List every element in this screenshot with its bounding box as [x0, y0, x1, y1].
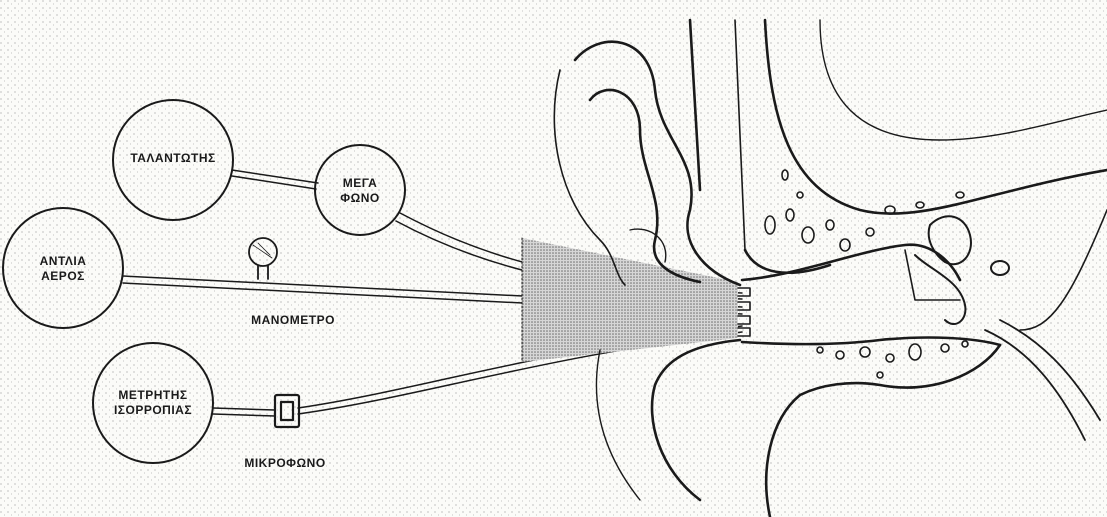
microphone-label-text: ΜΙΚΡΟΦΩΝΟ	[220, 456, 350, 471]
air-pump-label-line1: ΑΝΤΛΙΑ	[13, 254, 113, 269]
microphone-label: ΜΙΚΡΟΦΩΝΟ	[220, 456, 350, 471]
oscillator-label-text: ΤΑΛΑΝΤΩΤΗΣ	[118, 151, 228, 166]
manometer-label-text: ΜΑΝΟΜΕΤΡΟ	[228, 313, 358, 328]
loudspeaker-label-line2: ΦΩΝΟ	[320, 191, 400, 206]
balance-meter-label-line2: ΙΣΟΡΡΟΠΙΑΣ	[98, 403, 208, 418]
oscillator-label: ΤΑΛΑΝΤΩΤΗΣ	[118, 151, 228, 166]
balance-meter-label-line1: ΜΕΤΡΗΤΗΣ	[98, 388, 208, 403]
air-pump-label: ΑΝΤΛΙΑ ΑΕΡΟΣ	[13, 254, 113, 284]
loudspeaker-label: ΜΕΓΑ ΦΩΝΟ	[320, 176, 400, 206]
loudspeaker-label-line1: ΜΕΓΑ	[320, 176, 400, 191]
balance-meter-label: ΜΕΤΡΗΤΗΣ ΙΣΟΡΡΟΠΙΑΣ	[98, 388, 208, 418]
manometer-label: ΜΑΝΟΜΕΤΡΟ	[228, 313, 358, 328]
air-pump-label-line2: ΑΕΡΟΣ	[13, 269, 113, 284]
